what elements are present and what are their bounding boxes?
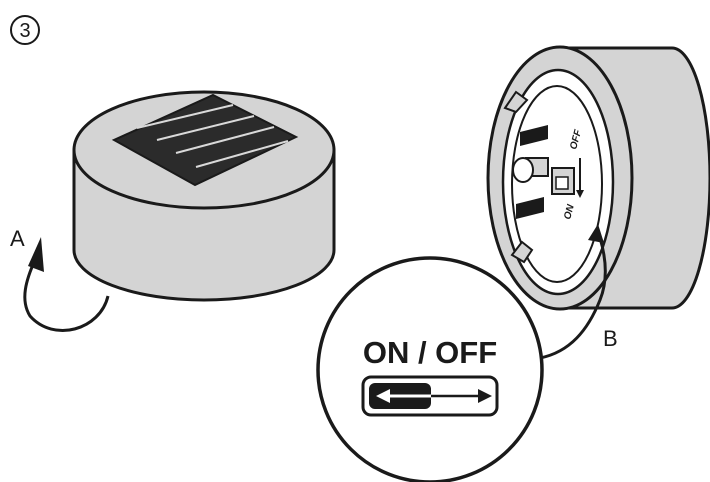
- solar-panel: [111, 93, 299, 187]
- solar-light-top: [72, 90, 336, 302]
- clip-bottom: [510, 240, 534, 264]
- arrow-head-icon: [28, 237, 44, 272]
- led-bulb-icon: [512, 157, 549, 183]
- step-badge: 3: [10, 15, 40, 45]
- label-a: A: [10, 226, 25, 251]
- callout-arrow-b: B: [539, 224, 618, 360]
- small-arrow-icon: [576, 190, 584, 198]
- label-b: B: [603, 326, 618, 351]
- small-off-label: OFF: [568, 128, 584, 151]
- step-number: 3: [19, 20, 30, 42]
- on-off-switch-icon: [361, 375, 499, 417]
- small-on-label: ON: [562, 203, 577, 221]
- small-switch: OFF ON: [551, 128, 584, 221]
- switch-left-arrow-icon: [376, 389, 390, 403]
- switch-title: ON / OFF: [363, 335, 497, 370]
- battery-contact-top: [520, 125, 548, 146]
- compartment-inner-ring: [511, 85, 603, 283]
- battery-contact-bottom: [516, 197, 544, 219]
- arrow-b-head-icon: [588, 224, 604, 243]
- switch-magnifier: ON / OFF: [316, 256, 544, 482]
- switch-right-arrow-icon: [478, 389, 492, 403]
- solar-light-bottom: OFF ON: [486, 45, 710, 311]
- clip-top: [503, 90, 529, 114]
- rotation-arrow-a: A: [10, 226, 110, 332]
